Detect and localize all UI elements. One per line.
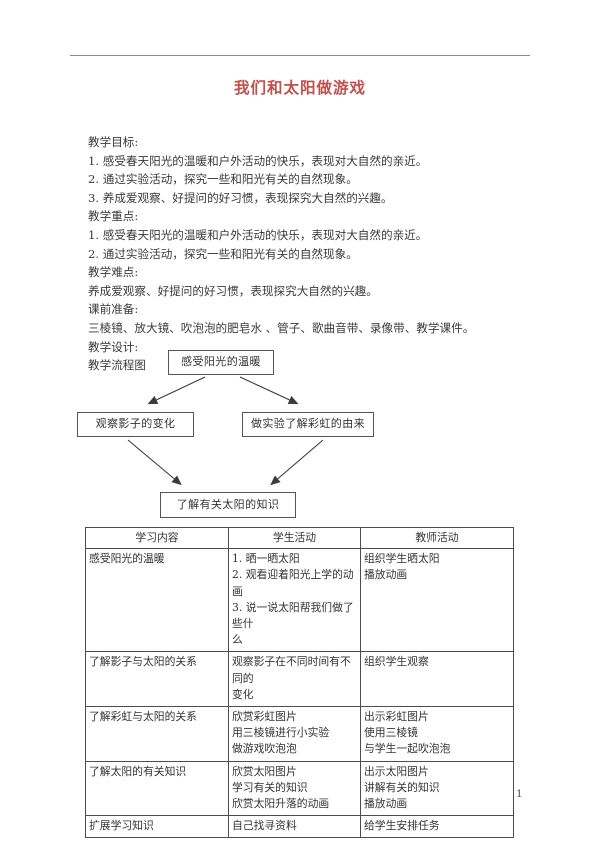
section-line: 1. 感受春天阳光的温暖和户外活动的快乐，表现对大自然的亲近。 (88, 227, 428, 242)
cell-teacher-activity: 出示彩虹图片使用三棱镜与学生一起吹泡泡 (360, 706, 514, 762)
cell-line: 3. 说一说太阳帮我们做了些什 (232, 600, 354, 631)
cell-line: 播放动画 (364, 568, 408, 582)
cell-line: 组织学生晒太阳 (364, 552, 440, 566)
cell-teacher-activity: 组织学生观察 (360, 651, 514, 708)
cell-learning-content: 扩展学习知识 (85, 815, 229, 839)
cell-student-activity: 观察影子在不同时间有不同的变化 (228, 651, 361, 708)
flowchart-box-top: 感受阳光的温暖 (168, 350, 274, 375)
table-row: 了解影子与太阳的关系观察影子在不同时间有不同的变化组织学生观察 (85, 651, 514, 708)
cell-learning-content: 了解影子与太阳的关系 (85, 651, 229, 708)
table-row: 扩展学习知识自己找寻资料 给学生安排任务 (85, 815, 514, 839)
cell-line: 出示彩虹图片 (364, 710, 429, 724)
section-line: 3. 养成爱观察、好提问的好习惯，表现探究大自然的兴趣。 (88, 190, 393, 205)
section-line: 三棱镜、放大镜、吹泡泡的肥皂水 、管子、歌曲音带、录像带、教学课件。 (88, 320, 475, 335)
section-line: 教学流程图 (88, 358, 146, 373)
cell-line: 2. 观看迎着阳光上学的动画 (232, 568, 354, 598)
section-line: 养成爱观察、好提问的好习惯，表现探究大自然的兴趣。 (88, 283, 378, 298)
section-heading: 教学设计: (88, 339, 139, 354)
cell-line: 欣赏太阳图片 (232, 764, 297, 778)
page-number: 1 (516, 788, 523, 800)
cell-line: 观察影子在不同时间有不同的 (232, 655, 351, 685)
cell-line: 做游戏吹泡泡 (232, 742, 297, 756)
section-line: 2. 通过实验活动，探究一些和阳光有关的自然现象。 (88, 172, 358, 187)
cell-teacher-activity: 出示太阳图片讲解有关的知识播放动画 (360, 760, 514, 817)
table-row: 了解太阳的有关知识欣赏太阳图片学习有关的知识欣赏太阳升落的动画出示太阳图片讲解有… (85, 760, 514, 817)
cell-line: 使用三棱镜 (364, 726, 418, 740)
cell-line: 学习有关的知识 (232, 780, 308, 794)
cell-student-activity: 自己找寻资料 (228, 815, 361, 839)
lesson-plan-text: 教学目标: 1. 感受春天阳光的温暖和户外活动的快乐，表现对大自然的亲近。 2. 通… (88, 133, 528, 375)
cell-line: 讲解有关的知识 (364, 780, 440, 794)
cell-line: 与学生一起吹泡泡 (364, 742, 451, 756)
table-header-content: 学习内容 (85, 526, 229, 550)
cell-learning-content: 了解太阳的有关知识 (85, 760, 229, 817)
cell-line: 播放动画 (364, 797, 408, 811)
cell-teacher-activity: 组织学生晒太阳播放动画 (360, 548, 514, 653)
section-heading: 教学难点: (88, 265, 139, 280)
cell-line: 出示太阳图片 (364, 764, 429, 778)
section-heading: 课前准备: (88, 302, 139, 317)
section-line: 2. 通过实验活动，探究一些和阳光有关的自然现象。 (88, 246, 358, 261)
cell-learning-content: 感受阳光的温暖 (85, 548, 229, 653)
cell-line: 组织学生观察 (364, 655, 429, 669)
table-header-teacher: 教师活动 (360, 526, 514, 550)
cell-line: 用三棱镜进行小实验 (232, 726, 330, 740)
cell-student-activity: 欣赏太阳图片学习有关的知识欣赏太阳升落的动画 (228, 760, 361, 817)
section-heading: 教学目标: (88, 135, 139, 149)
section-line: 1. 感受春天阳光的温暖和户外活动的快乐，表现对大自然的亲近。 (88, 153, 428, 168)
cell-line: 欣赏太阳升落的动画 (232, 797, 330, 811)
cell-teacher-activity: 给学生安排任务 (360, 815, 514, 839)
teaching-flowchart: 感受阳光的温暖 观察影子的变化 做实验了解彩虹的由来 了解有关太阳的知识 (0, 340, 600, 530)
table-header-row: 学习内容 学生活动 教师活动 (85, 526, 514, 550)
cell-line: 给学生安排任务 (364, 819, 440, 833)
cell-line: 1. 晒一晒太阳 (232, 552, 300, 566)
flowchart-box-right: 做实验了解彩虹的由来 (242, 412, 374, 437)
cell-student-activity: 欣赏彩虹图片用三棱镜进行小实验做游戏吹泡泡 (228, 706, 361, 762)
section-heading: 教学重点: (88, 209, 139, 224)
flowchart-box-left: 观察影子的变化 (77, 412, 194, 437)
table-row: 了解彩虹与太阳的关系欣赏彩虹图片用三棱镜进行小实验做游戏吹泡泡出示彩虹图片使用三… (85, 706, 514, 762)
cell-learning-content: 了解彩虹与太阳的关系 (85, 706, 229, 762)
flowchart-box-bottom: 了解有关太阳的知识 (160, 492, 296, 518)
cell-line: 欣赏彩虹图片 (232, 710, 297, 724)
header-rule (70, 55, 530, 56)
table-header-student: 学生活动 (228, 526, 361, 550)
cell-line: 变化 (232, 687, 254, 701)
cell-line: 自己找寻资料 (232, 819, 297, 833)
cell-line: 么 (232, 633, 243, 647)
page-title: 我们和太阳做游戏 (233, 78, 366, 97)
